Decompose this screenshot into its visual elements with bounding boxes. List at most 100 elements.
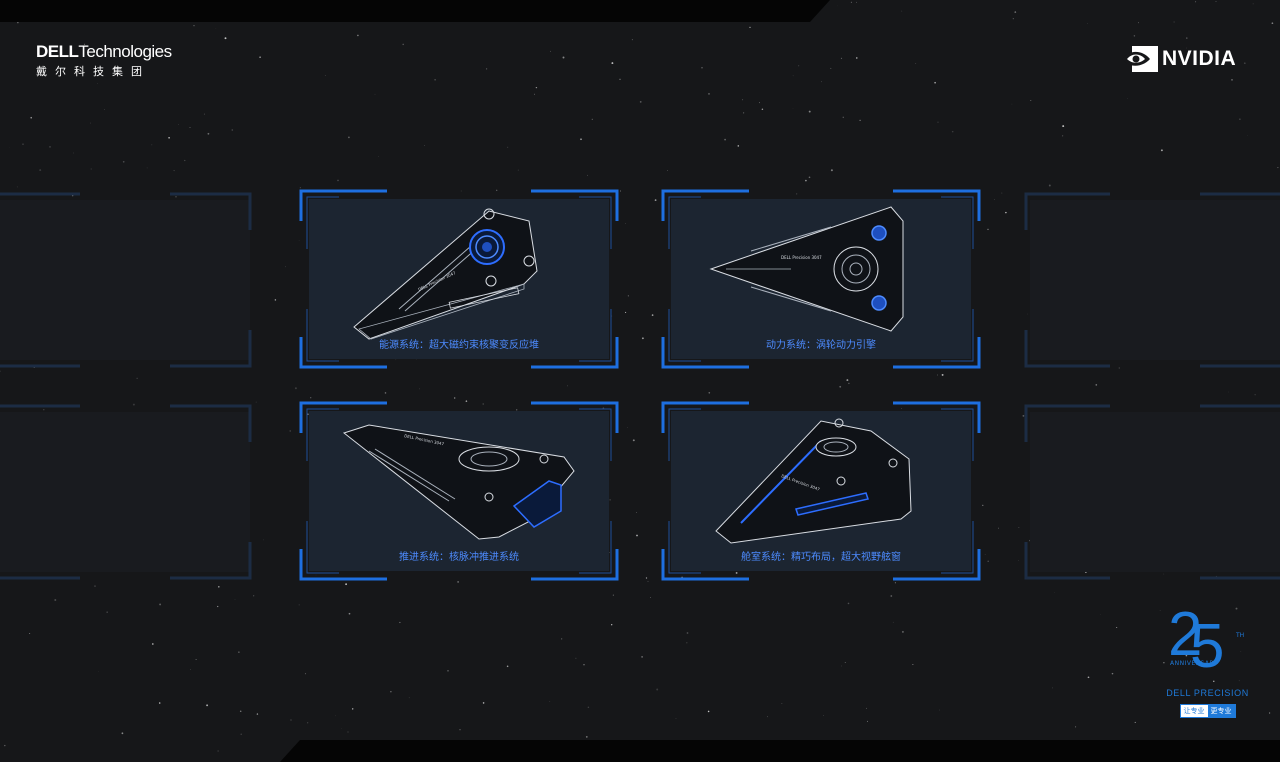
star: [351, 708, 354, 710]
star: [1243, 62, 1246, 65]
spaceship-blueprint-diagram: DELL Precision 3047: [342, 424, 575, 540]
star: [636, 534, 638, 537]
spaceship-blueprint-diagram: DELL Precision 3047: [709, 206, 904, 332]
star: [846, 379, 849, 382]
star: [781, 702, 783, 704]
star: [619, 78, 621, 80]
star: [217, 750, 219, 752]
star: [285, 266, 287, 268]
star: [830, 67, 832, 69]
star: [656, 688, 659, 691]
star: [43, 409, 45, 411]
star: [175, 196, 177, 198]
star: [94, 585, 96, 587]
star: [30, 116, 32, 119]
star: [178, 124, 179, 125]
card-power-system[interactable]: DELL Precision 3047 动力系统：涡轮动力引擎: [661, 189, 981, 369]
star: [49, 146, 51, 148]
star: [132, 403, 135, 406]
star: [158, 702, 161, 704]
star: [701, 67, 703, 69]
star: [1011, 103, 1013, 105]
star: [808, 110, 811, 113]
star: [1163, 573, 1165, 575]
star: [299, 187, 301, 189]
star: [561, 638, 563, 640]
star: [823, 715, 824, 716]
star: [395, 359, 397, 361]
nvidia-eye-icon: [1122, 46, 1158, 72]
slogan-left: 让专业: [1180, 705, 1208, 717]
star: [146, 167, 148, 169]
star: [310, 397, 312, 399]
card-cabin-system[interactable]: DELL Precision 3047 舱室系统：精巧布局，超大视野舷窗: [661, 401, 981, 581]
star: [587, 706, 590, 709]
card-energy-system[interactable]: DELL Precision 3047 能源系统：超大磁约束核聚变反应堆: [299, 189, 619, 369]
star: [1062, 135, 1064, 137]
card-screen: DELL Precision 3047: [309, 199, 609, 359]
star: [454, 397, 456, 399]
star: [482, 702, 485, 704]
star: [1012, 18, 1014, 20]
star: [1173, 21, 1175, 23]
star: [743, 112, 745, 114]
star: [402, 43, 404, 46]
star: [1138, 22, 1139, 24]
star: [937, 374, 938, 376]
star: [0, 370, 1, 372]
star: [195, 658, 197, 661]
star: [707, 710, 710, 713]
star: [1277, 167, 1279, 169]
star: [115, 55, 117, 58]
star: [641, 337, 644, 340]
star: [1159, 609, 1161, 611]
star: [1215, 575, 1217, 577]
top-bar: [0, 0, 1280, 22]
star: [830, 169, 833, 172]
star: [104, 109, 105, 110]
star: [1116, 626, 1118, 629]
star: [206, 704, 209, 707]
star: [507, 146, 509, 148]
star: [850, 1, 852, 3]
star: [796, 193, 798, 195]
star: [151, 643, 154, 645]
spaceship-blueprint-diagram: DELL Precision 3047: [715, 418, 912, 544]
star: [189, 127, 191, 129]
star: [98, 671, 100, 672]
side-panel-left-bottom: [0, 404, 252, 580]
star: [1095, 384, 1098, 386]
card-caption: 动力系统：涡轮动力引擎: [766, 340, 876, 351]
star: [337, 179, 339, 182]
star: [345, 583, 347, 586]
star: [1100, 614, 1101, 615]
star: [650, 597, 651, 598]
star: [675, 718, 677, 719]
star: [1127, 98, 1128, 99]
card-propulsion-system[interactable]: DELL Precision 3047 推进系统：核脉冲推进系统: [299, 401, 619, 581]
star: [647, 580, 649, 582]
star: [239, 710, 242, 712]
star: [1022, 414, 1025, 417]
star: [632, 439, 635, 442]
star: [1134, 721, 1136, 723]
star: [72, 152, 74, 154]
star: [240, 733, 242, 735]
star: [289, 430, 291, 432]
star: [625, 311, 627, 313]
star: [912, 664, 914, 665]
star: [847, 602, 850, 605]
star: [255, 401, 257, 403]
ship-label: DELL Precision 3047: [781, 255, 822, 260]
star: [1247, 135, 1248, 136]
star: [686, 642, 688, 644]
star: [298, 240, 300, 241]
star: [894, 582, 896, 584]
star: [535, 86, 538, 89]
star: [419, 388, 420, 390]
star: [1268, 712, 1271, 714]
star: [651, 314, 654, 316]
star: [567, 385, 568, 387]
star: [159, 603, 162, 606]
star: [217, 605, 219, 608]
